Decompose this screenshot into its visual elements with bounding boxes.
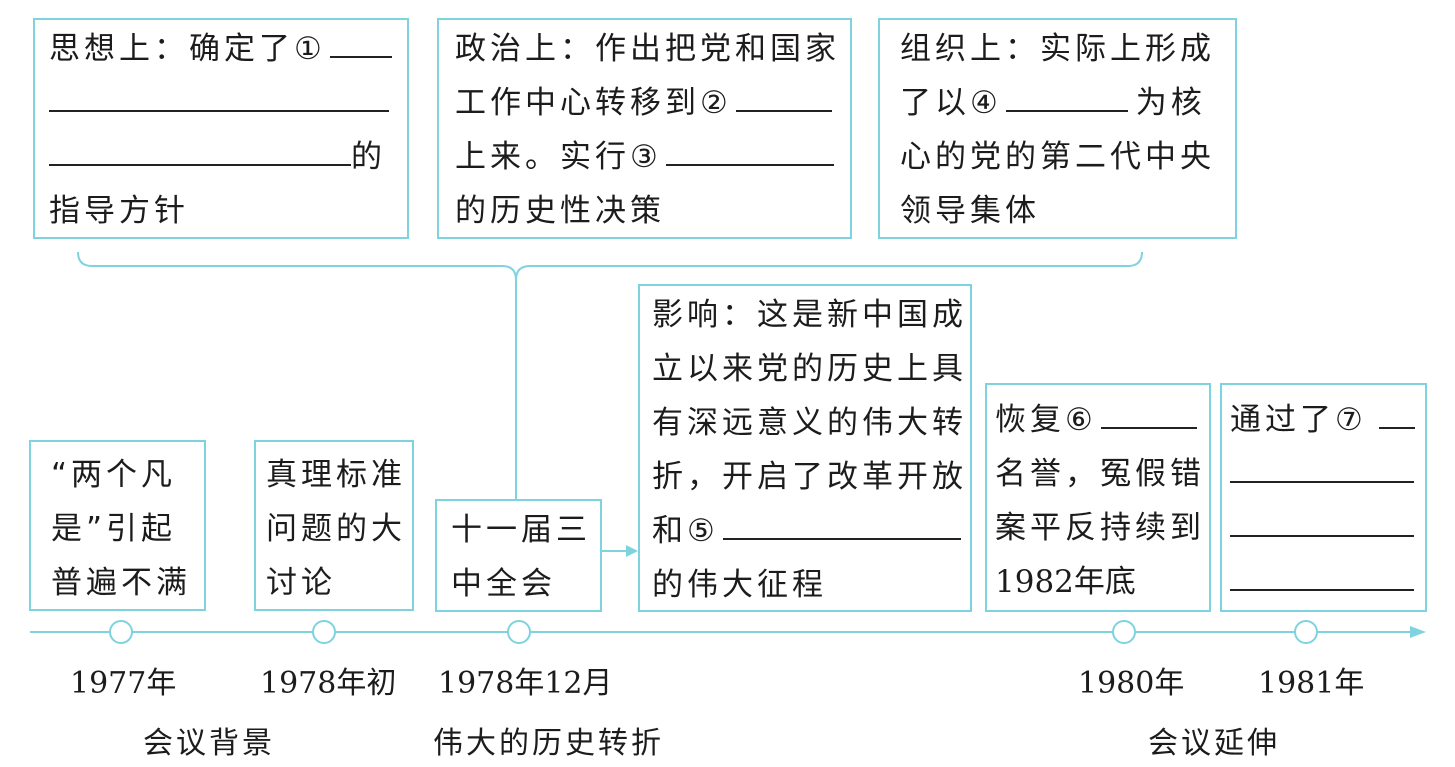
timeline-arrowhead (1410, 626, 1426, 638)
politics-box: 政治上：作出把党和国家 工作中心转移到② 上来。实行③ 的历史性决策 (437, 18, 852, 239)
impact-line-1: 影响：这是新中国成 (652, 297, 967, 333)
passed-line-1: 通过了⑦ (1230, 402, 1367, 438)
organization-line-3: 心的党的第二代中央 (900, 139, 1215, 175)
blank-7a (1378, 393, 1415, 429)
organization-line-4: 领导集体 (900, 193, 1040, 229)
blank-1c (49, 130, 351, 166)
restore-line-3: 案平反持续到 (995, 510, 1205, 546)
truth-debate-line-3: 讨论 (266, 565, 336, 601)
passed-box: 通过了⑦ (1220, 383, 1427, 612)
thought-box: 思想上：确定了① 的 指导方针 (33, 18, 409, 239)
year-1978-dec: 1978年12月 (438, 666, 613, 701)
blank-5 (722, 504, 961, 540)
year-1978-early: 1978年初 (260, 666, 397, 701)
restore-box: 恢复⑥ 名誉，冤假错 案平反持续到 1982年底 (985, 383, 1211, 612)
politics-line-1: 政治上：作出把党和国家 (455, 31, 840, 67)
truth-debate-box: 真理标准 问题的大 讨论 (254, 440, 414, 611)
two-whatevers-box: “两个凡 是”引起 普遍不满 (29, 440, 206, 611)
blank-4 (1005, 76, 1128, 112)
top-brace (77, 251, 1143, 281)
organization-line-2b: 为核 (1135, 85, 1206, 121)
blank-3 (665, 130, 834, 166)
section-background: 会议背景 (143, 726, 275, 761)
politics-line-2: 工作中心转移到② (455, 85, 732, 121)
year-1980: 1980年 (1078, 666, 1185, 701)
impact-line-4: 折，开启了改革开放 (652, 459, 967, 495)
blank-7c (1230, 501, 1414, 537)
thought-line-1: 思想上：确定了① (49, 31, 326, 67)
impact-line-6: 的伟大征程 (652, 567, 827, 603)
restore-line-1: 恢复⑥ (995, 402, 1097, 438)
truth-debate-line-1: 真理标准 (266, 457, 406, 493)
year-1981: 1981年 (1258, 666, 1365, 701)
section-extension: 会议延伸 (1148, 726, 1280, 761)
plenum-box: 十一届三 中全会 (435, 499, 602, 612)
blank-6 (1100, 393, 1197, 429)
impact-box: 影响：这是新中国成 立以来党的历史上具 有深远意义的伟大转 折，开启了改革开放 … (638, 284, 972, 612)
impact-line-3: 有深远意义的伟大转 (652, 405, 967, 441)
thought-line-3-end: 的 (351, 139, 386, 175)
timeline-dot-1978-early (312, 620, 336, 644)
truth-debate-line-2: 问题的大 (266, 511, 406, 547)
politics-line-4: 的历史性决策 (455, 193, 665, 229)
timeline-dot-1977 (109, 620, 133, 644)
two-whatevers-line-3: 普遍不满 (51, 565, 191, 601)
restore-line-2: 名誉，冤假错 (995, 456, 1205, 492)
thought-line-4: 指导方针 (49, 193, 189, 229)
impact-line-5: 和⑤ (652, 513, 719, 549)
blank-1b (49, 76, 389, 112)
timeline-dot-1981 (1294, 620, 1318, 644)
organization-line-1: 组织上：实际上形成 (900, 31, 1215, 67)
restore-line-4: 1982年底 (995, 564, 1136, 600)
two-whatevers-line-1: “两个凡 (51, 457, 177, 493)
politics-line-3: 上来。实行③ (455, 139, 662, 175)
two-whatevers-line-2: 是”引起 (51, 511, 177, 547)
section-turning-point: 伟大的历史转折 (433, 726, 664, 761)
plenum-line-1: 十一届三 (451, 512, 591, 548)
plenum-line-2: 中全会 (451, 566, 556, 602)
timeline-dot-1980 (1112, 620, 1136, 644)
organization-line-2a: 了以④ (900, 85, 1002, 121)
blank-7b (1230, 447, 1414, 483)
year-1977: 1977年 (70, 666, 177, 701)
plenum-to-impact-arrowhead (626, 545, 638, 557)
blank-2 (735, 76, 832, 112)
timeline-dot-1978-dec (507, 620, 531, 644)
impact-line-2: 立以来党的历史上具 (652, 351, 967, 387)
organization-box: 组织上：实际上形成 了以④ 为核 心的党的第二代中央 领导集体 (878, 18, 1237, 239)
blank-1a (329, 22, 392, 58)
blank-7d (1230, 555, 1414, 591)
